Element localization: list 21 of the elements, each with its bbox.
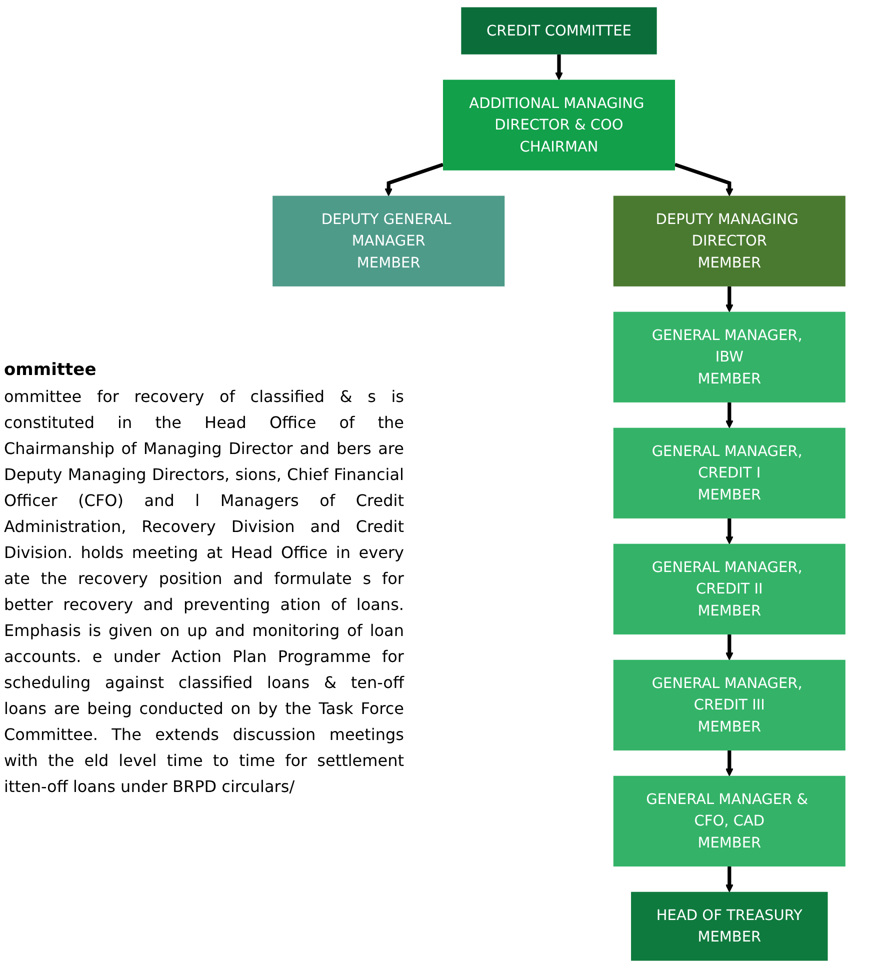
node-box: GENERAL MANAGER, CREDIT III MEMBER: [613, 660, 846, 750]
arrow: [674, 162, 734, 196]
arrow: [725, 402, 734, 428]
arrow: [384, 162, 444, 196]
node-box: GENERAL MANAGER & CFO, CAD MEMBER: [613, 776, 846, 866]
node-box: DEPUTY GENERAL MANAGER MEMBER: [272, 196, 505, 286]
node-box: HEAD OF TREASURY MEMBER: [631, 892, 828, 961]
node-box: GENERAL MANAGER, CREDIT II MEMBER: [613, 544, 846, 634]
section-heading: ommittee: [4, 360, 98, 380]
node-box: GENERAL MANAGER, CREDIT I MEMBER: [613, 428, 846, 518]
arrow: [555, 54, 563, 80]
node-box: GENERAL MANAGER, IBW MEMBER: [613, 312, 846, 402]
arrow: [725, 518, 734, 544]
node-box: CREDIT COMMITTEE: [461, 7, 657, 54]
arrow: [725, 866, 734, 892]
arrow: [725, 286, 734, 312]
node-box: ADDITIONAL MANAGING DIRECTOR & COO CHAIRMAN: [442, 80, 676, 170]
arrow: [725, 634, 734, 660]
arrow: [725, 750, 734, 776]
node-box: DEPUTY MANAGING DIRECTOR MEMBER: [613, 196, 846, 286]
paragraph-text: ommittee for recovery of classified & s is constituted in the Head Office of the Chairmanship of Managing Director and bers are Deputy Managing Directors, sions, Chief Financial Officer (CFO) and l Managers of Credit Administration, Recovery Division and Credit Division. holds meeting at Head Office in every ate the recovery position and formulate s for better recovery and preventing ation of loans. Emphasis is given on up and monitoring of loan accounts. e under Action Plan Programme for scheduling against classified loans & ten-off loans are being conducted on by the Task Force Committee. The extends discussion meetings with the eld level time to time for settlement itten-off loans under BRPD circulars/: [4, 386, 404, 798]
